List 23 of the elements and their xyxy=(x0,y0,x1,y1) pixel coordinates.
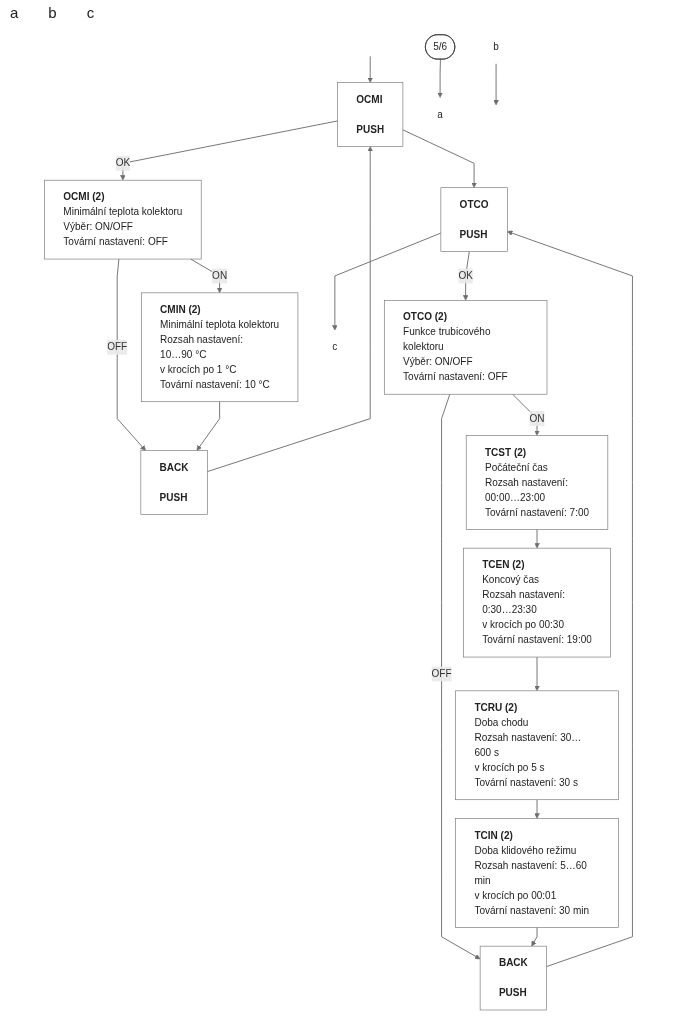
line-label: b xyxy=(48,4,57,21)
node-box: TCEN (2) Koncový čas Rozsah nastavení: 0:30…23:30 v krocích po 00:30 Tovární nastavení: 19:00 xyxy=(463,547,611,658)
node-box: OTCO PUSH xyxy=(440,187,508,252)
edge-label: OFF xyxy=(107,341,128,353)
node-box: CMIN (2) Minimální teplota kolektoru Rozsah nastavení: 10…90 °C v krocích po 1 °C Tovární nastavení: 10 °C xyxy=(140,292,299,403)
node-box: TCIN (2) Doba klidového režimu Rozsah nastavení: 5…60 min v krocích po 00:01 Tovární nastavení: 30 min xyxy=(455,818,619,928)
node-box: OCMI (2) Minimální teplota kolektoru Výběr: ON/OFF Tovární nastavení: OFF xyxy=(44,179,202,260)
edge-label: ON xyxy=(529,412,545,424)
node-text: a xyxy=(437,108,443,120)
edge-label: OK xyxy=(115,157,131,169)
node-box: TCRU (2) Doba chodu Rozsah nastavení: 30…600 s v krocích po 5 s Tovární nastavení: 30 s xyxy=(455,690,619,801)
node-text: c xyxy=(332,341,338,353)
node-box: BACK PUSH xyxy=(140,450,208,515)
edge-label: OK xyxy=(458,270,473,281)
edge-label: ON xyxy=(212,270,228,281)
node-box: OCMI PUSH xyxy=(337,82,404,147)
node-box: OTCO (2) Funkce trubicového kolektoru Výběr: ON/OFF Tovární nastavení: OFF xyxy=(383,300,548,395)
node-text: b xyxy=(493,41,499,52)
line-label: a xyxy=(10,4,19,21)
node-box: TCST (2) Počáteční čas Rozsah nastavení: 00:00…23:00 Tovární nastavení: 7:00 xyxy=(465,435,609,530)
line-label: c xyxy=(86,4,95,21)
node-box: BACK PUSH xyxy=(479,945,547,1011)
edge-label: OFF xyxy=(431,668,452,679)
